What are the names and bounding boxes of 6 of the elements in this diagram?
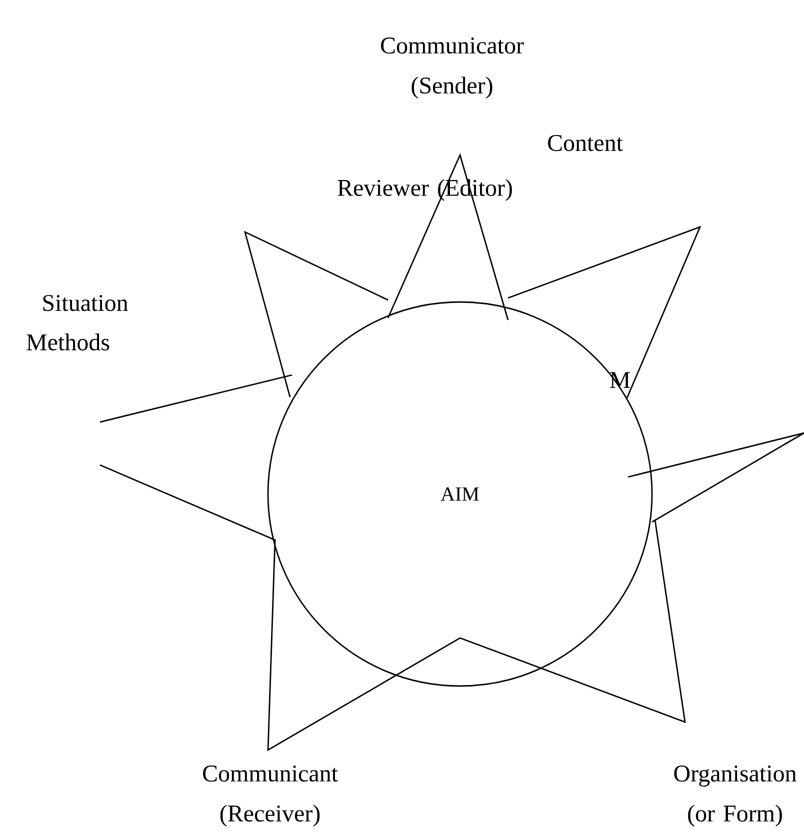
- spike-label: Situation: [43, 294, 128, 312]
- spike-label: Content: [548, 134, 623, 152]
- spike-label: Organisation (or Form): [674, 766, 796, 827]
- spike-label: Communicator (Sender): [381, 38, 524, 98]
- spike-label: Communicant (Receiver): [203, 766, 338, 827]
- spike-label: Methods: [26, 334, 110, 350]
